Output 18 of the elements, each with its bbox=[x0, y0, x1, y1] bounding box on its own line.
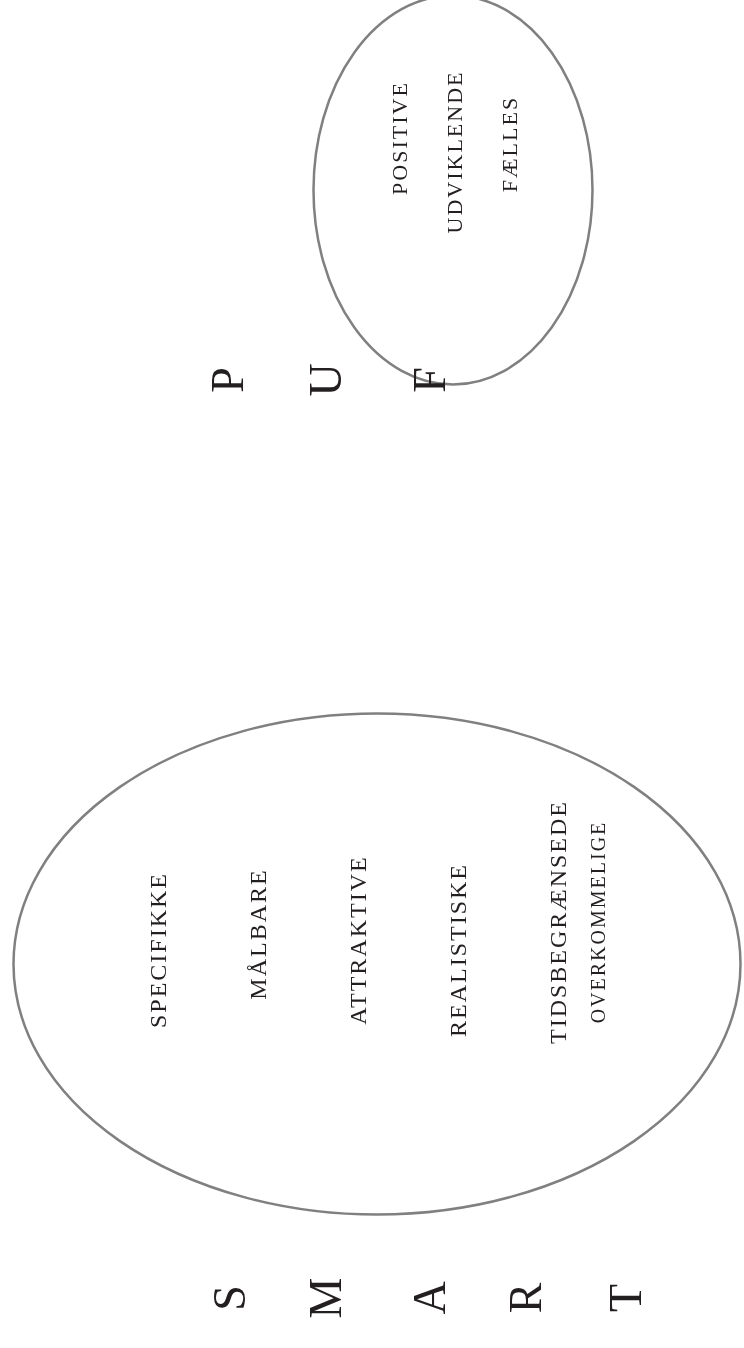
word-text: SPECIFIKKE bbox=[146, 872, 170, 1028]
word-text: POSITIVE bbox=[389, 81, 411, 195]
acronym-letter: M bbox=[303, 1277, 349, 1319]
acronym-letter: F bbox=[407, 367, 453, 393]
word-text: UDVIKLENDE bbox=[444, 70, 466, 234]
acronym-letter: S bbox=[207, 1285, 253, 1311]
word-text: REALISTISKE bbox=[446, 863, 470, 1037]
word-text: FÆLLES bbox=[499, 95, 521, 193]
word-text: OVERKOMMELIGE bbox=[588, 820, 608, 1024]
word-text: TIDSBEGRÆNSEDE bbox=[546, 800, 570, 1044]
word-text: ATTRAKTIVE bbox=[346, 855, 370, 1025]
acronym-letter: R bbox=[503, 1282, 549, 1314]
acronym-letter: A bbox=[407, 1281, 453, 1315]
acronym-letter: U bbox=[303, 363, 349, 397]
ellipse-shape bbox=[12, 712, 742, 1216]
word-text: MÅLBARE bbox=[246, 868, 270, 1000]
acronym-letter: T bbox=[603, 1283, 649, 1313]
acronym-letter: P bbox=[205, 367, 251, 393]
